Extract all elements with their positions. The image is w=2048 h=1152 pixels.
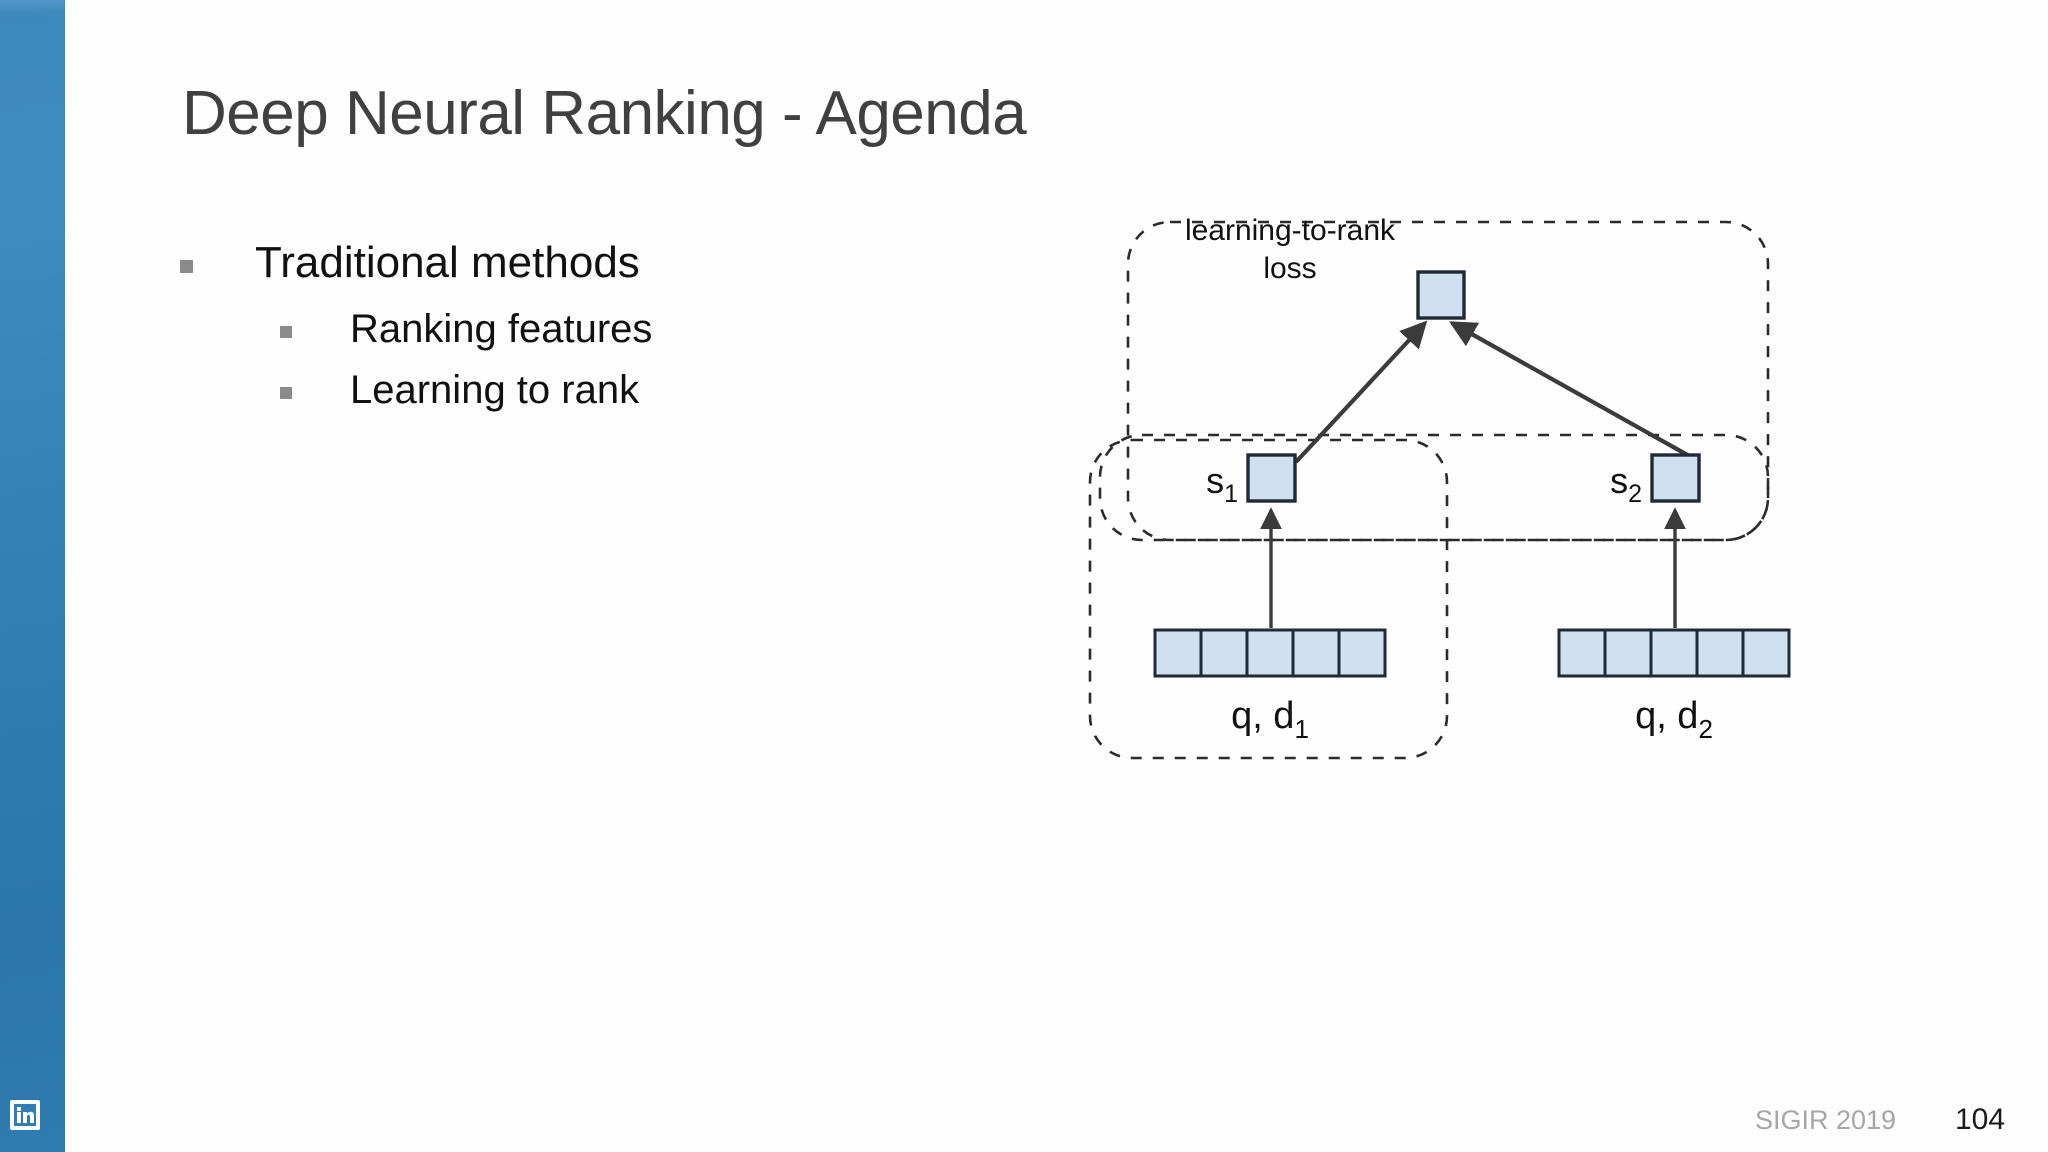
feature-cell xyxy=(1337,628,1387,678)
feature-cell xyxy=(1741,628,1791,678)
scores-dashed-group xyxy=(1098,433,1770,542)
feature-cell xyxy=(1649,628,1699,678)
bullet-item-learning-to-rank: Learning to rank xyxy=(280,368,652,413)
feature-row-d2 xyxy=(1557,628,1791,678)
bullet-marker-icon xyxy=(280,387,292,400)
score-node-s2 xyxy=(1650,453,1701,503)
feature-cell xyxy=(1199,628,1249,678)
feature-cell xyxy=(1153,628,1203,678)
feature-row-d1 xyxy=(1153,628,1387,678)
edge-s2-to-loss xyxy=(1449,321,1702,464)
bullet-label: Learning to rank xyxy=(350,368,640,413)
slide-title: Deep Neural Ranking - Agenda xyxy=(182,79,1027,148)
feature-cell xyxy=(1695,628,1745,678)
left-branch-dashed-group xyxy=(1088,438,1449,760)
score-label-s1: s1 xyxy=(1206,460,1238,508)
feature-cell xyxy=(1603,628,1653,678)
feature-cell xyxy=(1245,628,1295,678)
loss-label-line1: learning-to-rank xyxy=(1185,214,1396,247)
left-accent-band xyxy=(0,0,65,1152)
feature-cell xyxy=(1291,628,1341,678)
bullet-label: Traditional methods xyxy=(255,238,640,287)
loss-node xyxy=(1416,270,1466,320)
bullet-marker-icon xyxy=(280,326,292,339)
score-label-s2: s2 xyxy=(1610,460,1642,508)
edge-s1-to-loss xyxy=(1294,320,1428,464)
bullet-label: Ranking features xyxy=(350,307,653,352)
footer-page-number: 104 xyxy=(1955,1103,2006,1136)
outer-dashed-group xyxy=(1126,220,1770,542)
bullet-item-traditional-methods: Traditional methods xyxy=(180,238,652,287)
loss-label-line2: loss xyxy=(1263,252,1316,285)
bullet-item-ranking-features: Ranking features xyxy=(280,307,652,352)
input-label-d2: q, d2 xyxy=(1635,695,1713,744)
footer-conference-label: SIGIR 2019 xyxy=(1755,1105,1897,1135)
linkedin-logo xyxy=(10,1100,40,1130)
input-label-d1: q, d1 xyxy=(1231,695,1309,744)
learning-to-rank-diagram: learning-to-rank loss s1 xyxy=(1060,190,1820,810)
score-node-s1 xyxy=(1246,453,1297,503)
accent-band-highlight xyxy=(0,0,65,14)
bullet-list: Traditional methods Ranking features Lea… xyxy=(180,238,652,429)
feature-cell xyxy=(1557,628,1607,678)
bullet-marker-icon xyxy=(180,260,193,273)
